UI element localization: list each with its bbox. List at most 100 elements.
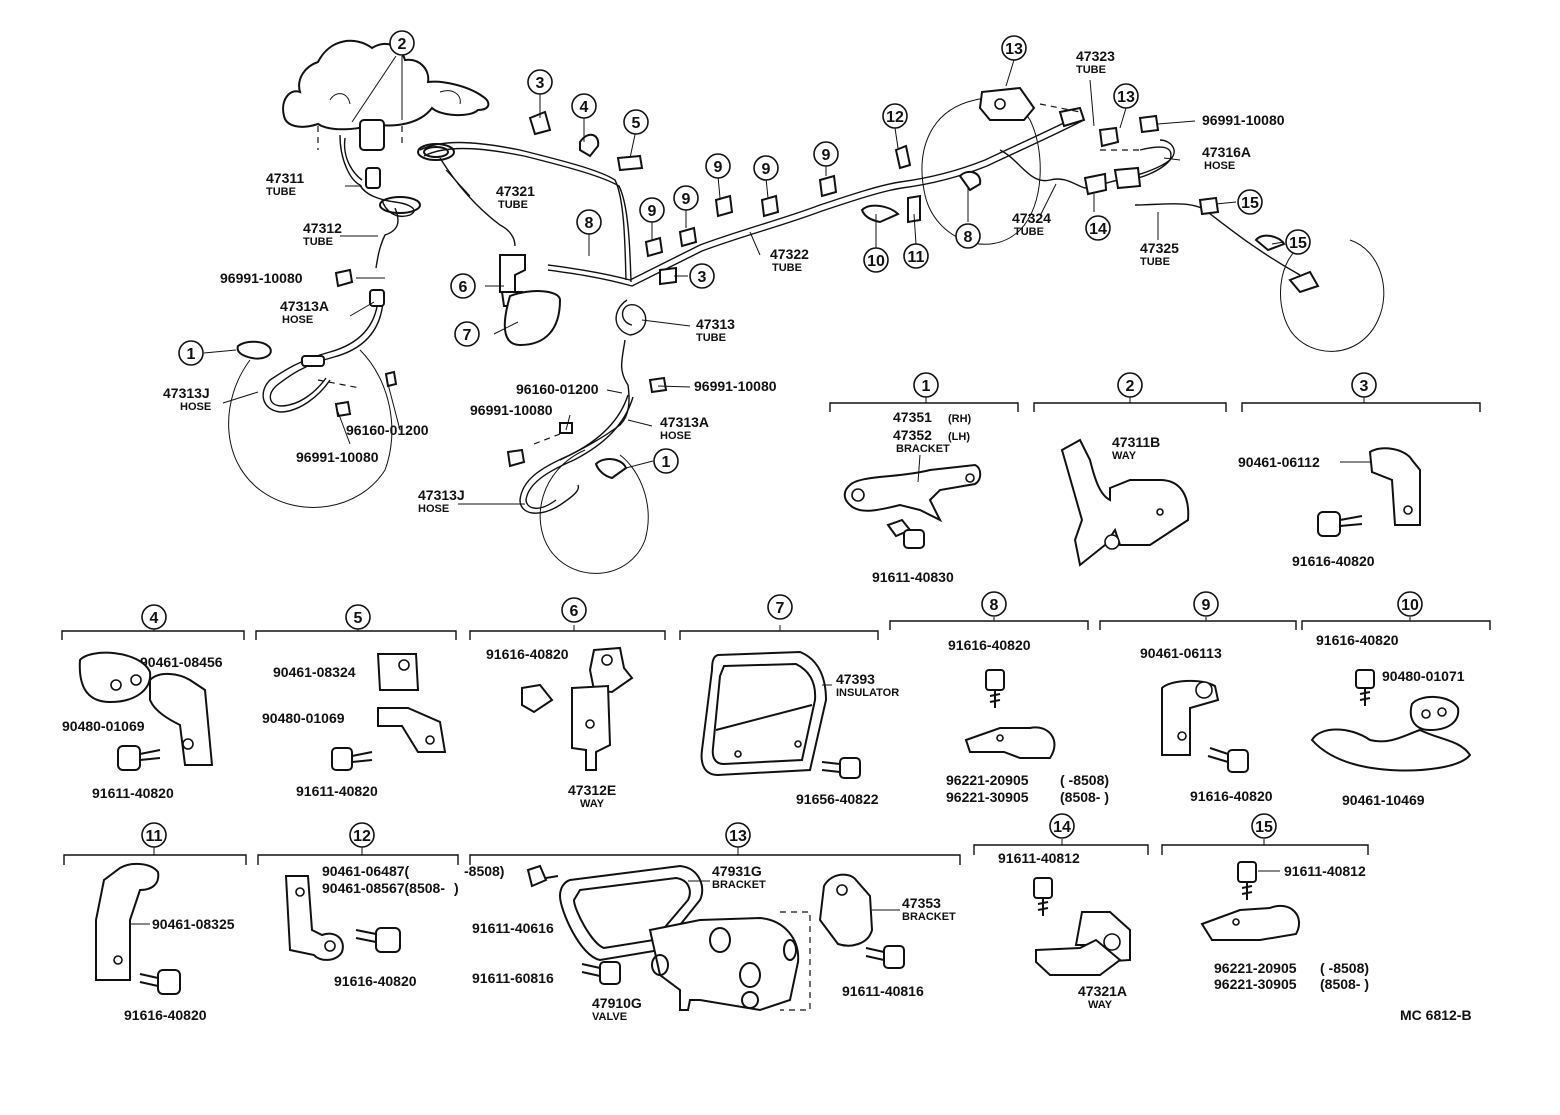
part-number: 96991-10080	[296, 449, 379, 465]
part-label: BRACKET	[712, 879, 766, 891]
part-label: 90480-01069	[262, 710, 345, 726]
callout-number: 13	[1117, 89, 1135, 106]
callout-number: 13	[1005, 41, 1023, 58]
callout-number: 8	[585, 215, 594, 232]
part-number: 47323	[1076, 48, 1115, 64]
detail-10: 10 91616-40820 90480-01071 90461-10469	[1301, 591, 1491, 808]
part-label: BRACKET	[902, 911, 956, 923]
part-label: )	[454, 880, 459, 896]
part-number: 47313J	[163, 385, 210, 401]
detail-1: 1 47351 (RH) 47352 (LH) BRACKET 91611-40…	[829, 372, 1019, 585]
part-label: 47393	[836, 671, 875, 687]
part-label: 90461-06113	[1140, 645, 1222, 661]
callout-number: 4	[150, 610, 159, 627]
part-number: 96991-10080	[694, 378, 777, 394]
detail-14: 14 91611-40812 47321A WAY	[973, 813, 1149, 1011]
part-type: TUBE	[303, 236, 333, 248]
callout-number: 12	[353, 828, 371, 845]
callout-number: 10	[1401, 597, 1419, 614]
callout-circle: 11	[903, 243, 929, 269]
part-label: 96221-30905	[946, 789, 1029, 805]
callout-circle: 3	[689, 263, 715, 289]
part-label: 91611-40812	[1284, 863, 1366, 879]
part-label: 47321A	[1078, 983, 1127, 999]
callout-circles: 2 3 4 5 9 9 9 9 9 8 6 7 3 1 1 12 13 13 8…	[178, 30, 1311, 474]
callout-circle: 12	[882, 103, 908, 129]
callout-number: 15	[1241, 195, 1259, 212]
callout-number: 13	[729, 828, 747, 845]
detail-9: 9 90461-06113 91616-40820	[1099, 591, 1297, 804]
callout-number: 11	[146, 828, 163, 845]
callout-circle: 13	[1113, 83, 1139, 109]
part-number: 47311	[266, 170, 304, 186]
part-type: TUBE	[1140, 256, 1170, 268]
detail-6: 6 91616-40820 47312E WAY	[469, 597, 666, 810]
callout-circle: 9	[639, 197, 665, 223]
callout-number: 9	[822, 147, 831, 164]
callout-circle: 8	[955, 223, 981, 249]
part-label: 96221-30905	[1214, 976, 1297, 992]
part-label: 91656-40822	[796, 791, 879, 807]
part-number: 96991-10080	[220, 270, 303, 286]
detail-11: 11 90461-08325 91616-40820	[63, 822, 247, 1023]
part-label: WAY	[1088, 999, 1113, 1011]
callout-number: 12	[886, 109, 904, 126]
part-number: 47313A	[280, 298, 329, 314]
part-label: 91611-40816	[842, 983, 924, 999]
callout-number: 14	[1053, 819, 1071, 836]
main-labels: 47311 TUBE 47312 TUBE 96991-10080 47313A…	[163, 48, 1285, 515]
part-label: (8508- )	[1320, 976, 1369, 992]
callout-number: 10	[867, 253, 885, 270]
callout-circle: 1	[178, 340, 204, 366]
part-number: 47313	[696, 316, 735, 332]
part-label: -8508)	[464, 863, 504, 879]
callout-number: 2	[398, 36, 407, 53]
part-label: INSULATOR	[836, 687, 899, 699]
detail-3: 3 90461-06112 91616-40820	[1238, 372, 1481, 569]
part-label: (8508- )	[1060, 789, 1109, 805]
callout-number: 8	[964, 229, 973, 246]
part-type: TUBE	[772, 262, 802, 274]
callout-number: 5	[632, 115, 641, 132]
part-label: 47311B	[1112, 434, 1160, 450]
part-type: TUBE	[1076, 64, 1106, 76]
callout-number: 9	[714, 159, 723, 176]
part-label: 90461-06112	[1238, 454, 1320, 470]
callout-number: 14	[1089, 221, 1107, 238]
detail-2: 2 47311B WAY	[1033, 372, 1227, 567]
part-label: (RH)	[948, 413, 972, 425]
callout-circle: 15	[1237, 189, 1263, 215]
detail-7: 7 47393 INSULATOR 91656-40822	[679, 594, 899, 807]
part-label: 91611-40830	[872, 569, 954, 585]
callout-circle: 15	[1285, 229, 1311, 255]
part-label: 90480-01069	[62, 718, 145, 734]
part-type: HOSE	[418, 503, 449, 515]
detail-4: 4 90461-08456 90480-01069 91611-40820	[61, 604, 245, 801]
callout-circle: 4	[571, 93, 597, 119]
callout-circle: 14	[1085, 215, 1111, 241]
callout-circle: 9	[673, 185, 699, 211]
part-label: 91611-40820	[92, 785, 174, 801]
part-label: 47910G	[592, 995, 642, 1011]
diagram-code: MC 6812-B	[1400, 1007, 1472, 1023]
part-label: 91616-40820	[334, 973, 417, 989]
part-label: WAY	[580, 798, 605, 810]
detail-13: 13 91611-40616 47931G BRACKET 91611-6081…	[469, 822, 961, 1023]
callout-number: 9	[1202, 597, 1211, 614]
part-label: BRACKET	[896, 443, 950, 455]
callout-number: 3	[1360, 378, 1369, 395]
callout-number: 2	[1126, 378, 1135, 395]
callout-circle: 1	[653, 448, 679, 474]
callout-circle: 9	[705, 153, 731, 179]
callout-number: 6	[570, 603, 579, 620]
part-type: HOSE	[282, 314, 313, 326]
detail-5: 5 90461-08324 90480-01069 91611-40820	[255, 604, 457, 799]
part-number: 96991-10080	[470, 402, 553, 418]
part-number: 47324	[1012, 210, 1051, 226]
callout-circle: 6	[450, 273, 476, 299]
callout-number: 1	[662, 454, 671, 471]
part-type: HOSE	[180, 401, 211, 413]
part-type: TUBE	[1014, 226, 1044, 238]
part-label: 91616-40820	[1292, 553, 1375, 569]
part-label: (LH)	[948, 431, 970, 443]
